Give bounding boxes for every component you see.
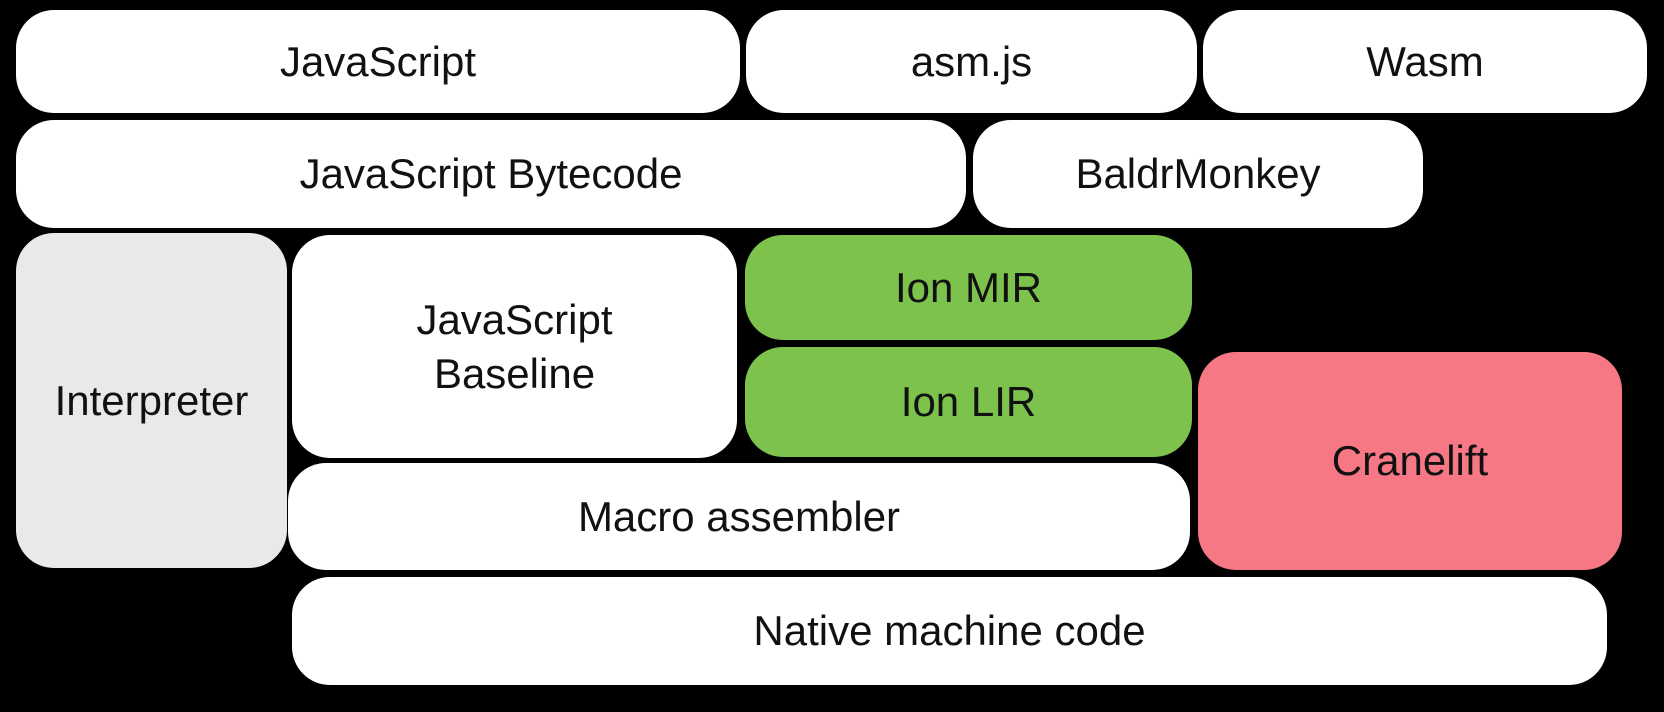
block-label: JavaScript Bytecode <box>299 150 683 198</box>
block-label: Interpreter <box>54 376 249 424</box>
block-asm-js: asm.js <box>746 10 1197 113</box>
block-label: BaldrMonkey <box>1075 150 1321 198</box>
block-macro-assembler: Macro assembler <box>288 463 1190 570</box>
block-javascript: JavaScript <box>16 10 740 113</box>
block-label: Native machine code <box>753 607 1146 655</box>
block-interpreter: Interpreter <box>16 233 287 568</box>
block-javascript-baseline: JavaScript Baseline <box>292 235 737 458</box>
block-label: JavaScript <box>279 37 477 85</box>
block-label: Ion MIR <box>894 263 1043 311</box>
block-javascript-bytecode: JavaScript Bytecode <box>16 120 966 228</box>
block-label: Macro assembler <box>577 492 901 540</box>
block-wasm: Wasm <box>1203 10 1647 113</box>
block-ion-mir: Ion MIR <box>745 235 1192 340</box>
block-baldrmonkey: BaldrMonkey <box>973 120 1423 228</box>
block-native-machine-code: Native machine code <box>292 577 1607 685</box>
block-label: JavaScript Baseline <box>416 295 613 397</box>
block-cranelift: Cranelift <box>1198 352 1622 570</box>
block-label: asm.js <box>910 37 1033 85</box>
block-label: Cranelift <box>1331 437 1489 485</box>
block-ion-lir: Ion LIR <box>745 347 1192 457</box>
block-label: Wasm <box>1366 37 1484 85</box>
block-label: Ion LIR <box>900 378 1037 426</box>
